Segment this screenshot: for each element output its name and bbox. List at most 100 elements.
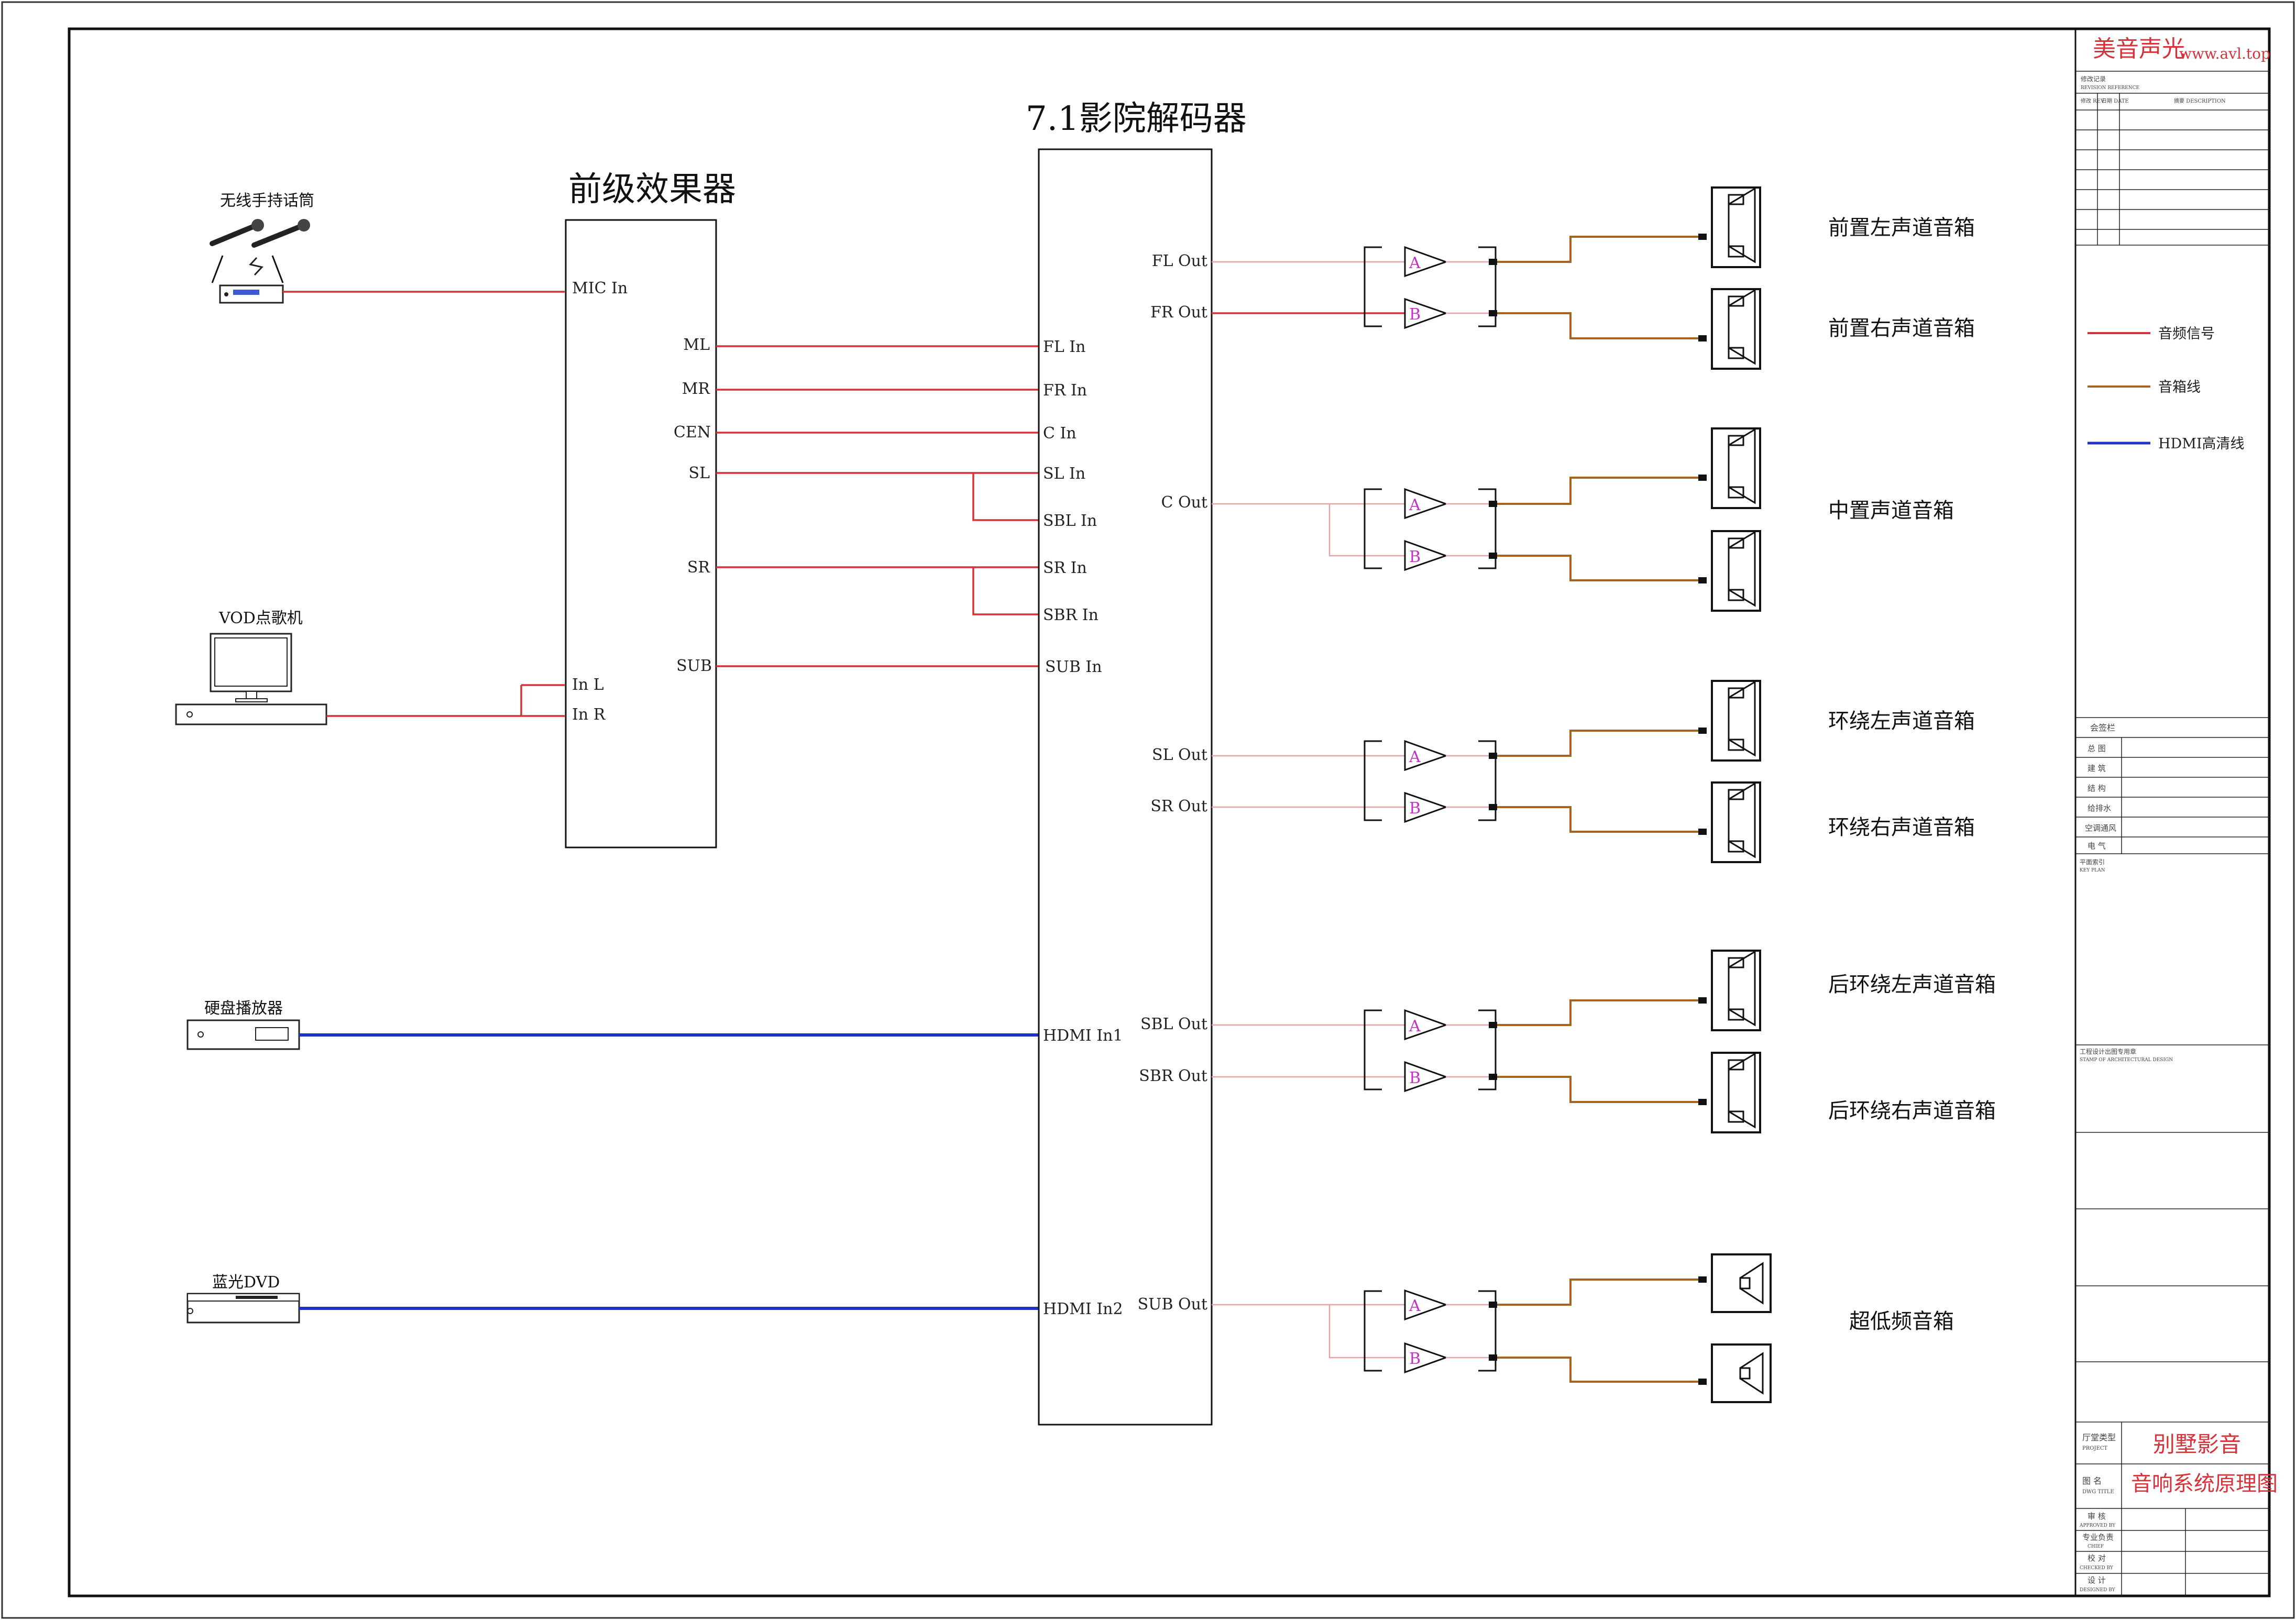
brand-name: 美音声光: [2093, 36, 2185, 62]
amp-group-rear: A B 后环绕左声道音箱 后环绕右声道音箱: [1212, 950, 1996, 1133]
amp-group-sub: A B 超低频音箱: [1212, 1253, 1954, 1403]
rev-col-desc: 摘要 DESCRIPTION: [2174, 97, 2226, 104]
decoder-in-c: C In: [1043, 424, 1076, 443]
amp-b-label: B: [1409, 799, 1421, 818]
preamp-effects-unit: 前级效果器 MIC In In L In R ML MR CEN SL SR S…: [565, 170, 736, 848]
drawing-frame: [68, 27, 2271, 1597]
speaker-label-surround-right: 环绕右声道音箱: [1828, 815, 1975, 840]
sign-row-2-en: CHIEF: [2088, 1544, 2104, 1549]
amp-a-icon: [1404, 740, 1448, 772]
decoder-box: [1038, 148, 1213, 1426]
speaker-icon: [1711, 1052, 1761, 1133]
signoff-label: 会签栏: [2090, 723, 2115, 733]
speaker-label-front-right: 前置右声道音箱: [1828, 316, 1975, 340]
amp-group-front: A B 前置左声道音箱 前置右声道音箱: [1212, 186, 1975, 370]
decoder-out-sbr: SBR Out: [1139, 1067, 1207, 1085]
microphone-icon: [210, 219, 310, 276]
amp-a-icon: [1404, 488, 1448, 520]
amp-b-label: B: [1409, 548, 1421, 566]
drawing-value: 音响系统原理图: [2131, 1472, 2278, 1496]
decoder-71: 7.1影院解码器 FL In FR In C In SL In SBL In S…: [1026, 100, 1247, 1426]
amp-b-label: B: [1409, 1350, 1421, 1368]
computer-icon: [175, 633, 327, 725]
preamp-out-ml: ML: [683, 336, 710, 354]
decoder-title: 7.1影院解码器: [1026, 100, 1247, 138]
decoder-in-sr: SR In: [1043, 559, 1087, 577]
signoff-row-2: 建 筑: [2088, 764, 2106, 773]
legend-label-speaker: 音箱线: [2158, 379, 2201, 395]
signoff-row-6: 电 气: [2088, 841, 2106, 851]
sign-row-4-en: DESIGNED BY: [2080, 1588, 2116, 1593]
rev-col-date: 日期 DATE: [2102, 98, 2129, 104]
speaker-label-subwoofer: 超低频音箱: [1849, 1309, 1954, 1334]
sign-row-4: 设 计: [2088, 1575, 2106, 1585]
amp-b-icon: [1404, 1061, 1448, 1093]
speaker-label-rear-right: 后环绕右声道音箱: [1828, 1099, 1996, 1123]
signoff-row-1: 总 图: [2088, 744, 2106, 753]
drawing-label: 图 名: [2082, 1476, 2102, 1486]
speaker-label-front-left: 前置左声道音箱: [1828, 216, 1975, 240]
decoder-in-sbl: SBL In: [1043, 512, 1097, 530]
subwoofer-icon: [1711, 1253, 1772, 1313]
decoder-in-fl: FL In: [1043, 338, 1085, 356]
preamp-out-sl: SL: [689, 464, 710, 482]
signoff-row-5: 空调通风: [2085, 823, 2116, 833]
sign-row-3: 校 对: [2088, 1553, 2106, 1563]
preamp-out-mr: MR: [682, 380, 711, 398]
speaker-label-rear-left: 后环绕左声道音箱: [1828, 973, 1996, 997]
project-label-en: PROJECT: [2082, 1446, 2107, 1451]
sign-row-1: 审 核: [2088, 1512, 2106, 1521]
speaker-icon: [1711, 186, 1761, 268]
amp-a-label: A: [1409, 1017, 1421, 1035]
preamp-out-sr: SR: [687, 558, 711, 577]
amp-group-surround: A B 环绕左声道音箱 环绕右声道音箱: [1212, 680, 1975, 863]
wire-c-out: [1212, 503, 1405, 557]
decoder-in-hdmi1: HDMI In1: [1043, 1027, 1123, 1045]
amp-a-label: A: [1409, 1297, 1421, 1315]
amp-group-center: A B 中置声道音箱: [1212, 427, 1954, 612]
amp-b-icon: [1404, 791, 1448, 823]
decoder-out-sub: SUB Out: [1138, 1295, 1207, 1314]
amp-b-icon: [1404, 1342, 1448, 1374]
subwoofer-icon: [1711, 1343, 1772, 1403]
decoder-in-fr: FR In: [1043, 381, 1087, 400]
brand-url: www.avl.top: [2179, 45, 2270, 62]
amp-a-icon: [1404, 1009, 1448, 1041]
legend: 音频信号 音箱线 HDMI高清线: [2088, 326, 2245, 452]
revision-label: 修改记录: [2081, 75, 2106, 83]
keyplan-label: 平面索引: [2080, 858, 2105, 866]
amp-a-label: A: [1409, 496, 1421, 514]
legend-label-audio: 音频信号: [2158, 326, 2215, 342]
dvd-player-icon: [186, 1293, 300, 1324]
bluray-source: 蓝光DVD: [186, 1273, 300, 1324]
amp-b-label: B: [1409, 305, 1421, 324]
drawing-label-en: DWG TITLE: [2082, 1489, 2114, 1495]
decoder-out-sbl: SBL Out: [1140, 1015, 1207, 1033]
rev-col-rev: 修改 REV: [2081, 97, 2105, 104]
mic-caption: 无线手持话筒: [220, 192, 314, 210]
amp-a-icon: [1404, 246, 1448, 278]
decoder-in-sbr: SBR In: [1043, 606, 1098, 624]
decoder-out-sl: SL Out: [1152, 746, 1207, 764]
project-label: 厅堂类型: [2082, 1432, 2116, 1442]
stamp-label: 工程设计出图专用章: [2080, 1048, 2136, 1055]
speaker-icon: [1711, 950, 1761, 1031]
preamp-out-cen: CEN: [674, 423, 711, 442]
preamp-out-sub: SUB: [676, 657, 712, 675]
preamp-title: 前级效果器: [568, 170, 736, 209]
speaker-icon: [1711, 680, 1761, 762]
amp-a-label: A: [1409, 748, 1421, 766]
amp-b-label: B: [1409, 1069, 1421, 1087]
vod-caption: VOD点歌机: [218, 609, 303, 627]
amp-a-label: A: [1409, 254, 1421, 272]
decoder-out-fl: FL Out: [1152, 252, 1207, 270]
signoff-row-4: 给排水: [2088, 803, 2111, 813]
preamp-box: [565, 219, 717, 848]
decoder-in-sub: SUB In: [1045, 658, 1102, 676]
decoder-in-sl: SL In: [1043, 465, 1085, 483]
wireless-mic-source: 无线手持话筒: [210, 192, 314, 304]
revision-label-en: REVISION REFERENCE: [2081, 85, 2139, 91]
hdd-player-icon: [186, 1019, 300, 1050]
sign-row-3-en: CHECKED BY: [2080, 1566, 2114, 1571]
